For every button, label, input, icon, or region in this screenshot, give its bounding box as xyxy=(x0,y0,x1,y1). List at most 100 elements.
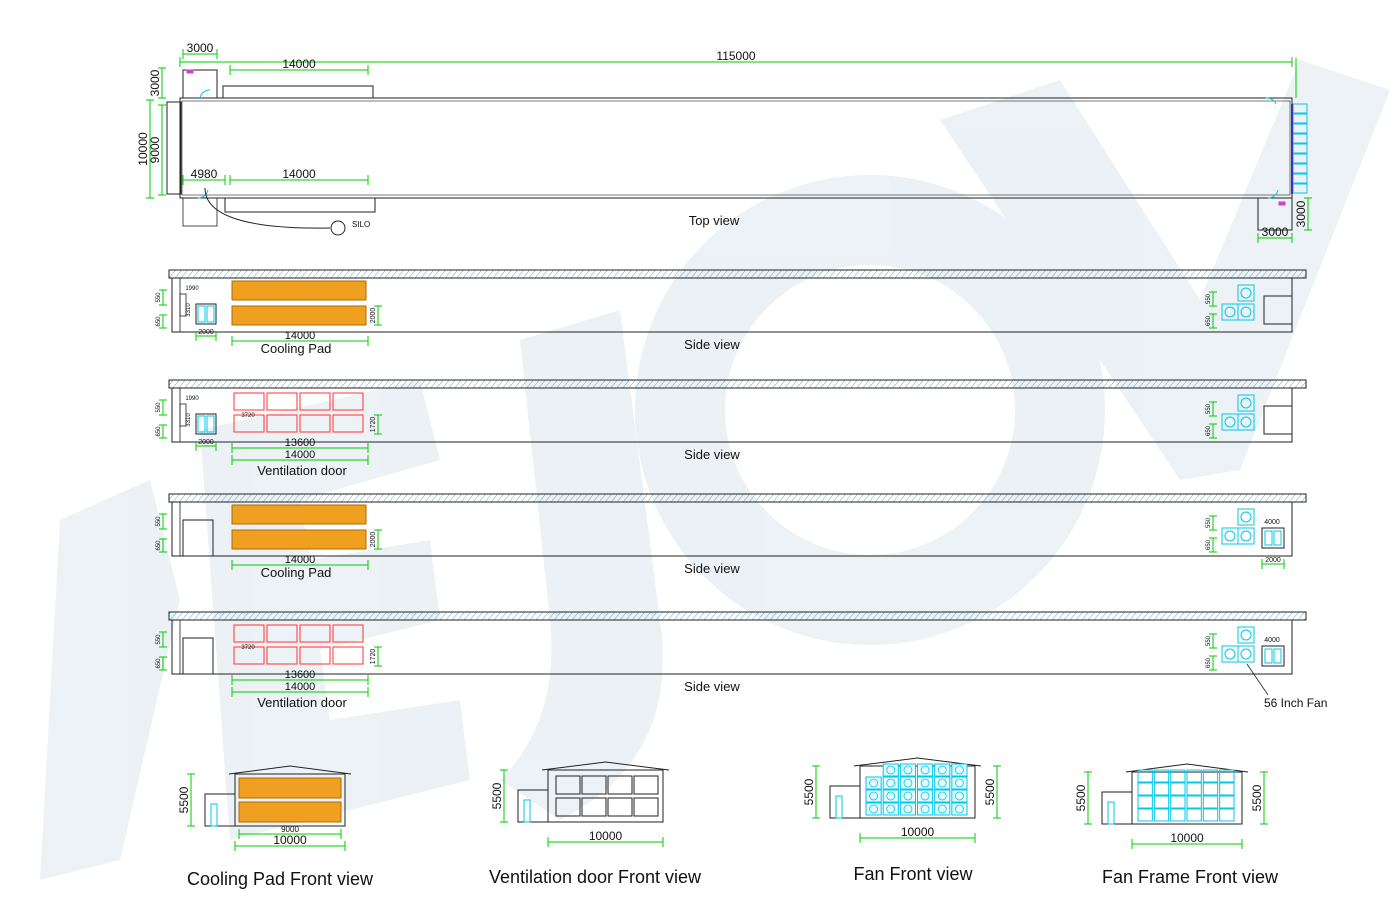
dimension-label: 650 xyxy=(1206,657,1212,668)
dimension-pad-bottom: 14000 xyxy=(229,167,369,185)
watermark-letter-e xyxy=(200,380,470,840)
top-view-title: Top view xyxy=(689,213,740,228)
dimension-label: 5500 xyxy=(1074,784,1088,811)
entry-door-right xyxy=(1261,527,1285,549)
roof-line xyxy=(541,761,670,771)
dimension-offset: 4980 xyxy=(182,167,226,185)
dimension-label: 3310 xyxy=(186,303,192,317)
dimension-label: 5500 xyxy=(983,778,997,805)
fan-icon xyxy=(1224,416,1236,428)
side-view-title: Side view xyxy=(684,447,740,462)
entry-door xyxy=(195,413,217,435)
fan-unit-front xyxy=(951,776,968,790)
dimension-vertical: 550 xyxy=(1206,401,1217,417)
ventilation-door-panel xyxy=(266,414,298,433)
cooling-pad-panel xyxy=(231,305,367,326)
fan-unit-front xyxy=(951,789,968,803)
dimension-label: 550 xyxy=(156,516,162,527)
fan-unit-front xyxy=(865,789,882,803)
dimension-width: 10000 xyxy=(859,825,976,843)
fan-icon xyxy=(1224,530,1236,542)
fan-unit-front xyxy=(917,763,934,777)
fan-icon xyxy=(1240,397,1252,409)
fan-unit-front xyxy=(899,776,916,790)
fan-unit-front xyxy=(934,789,951,803)
fan-icon xyxy=(886,804,896,814)
dimension-label: 650 xyxy=(156,658,162,669)
door-leaf xyxy=(197,305,206,323)
side-wall xyxy=(171,619,1293,675)
fan-icon xyxy=(920,804,930,814)
cooling-pad-top xyxy=(222,85,374,99)
dimension-label: 1720 xyxy=(370,649,377,665)
fan-box xyxy=(1221,645,1239,663)
dimension-pad-height: 2000 xyxy=(370,529,382,550)
dimension-vertical: 650 xyxy=(1206,537,1217,553)
ventilation-door-panel xyxy=(266,392,298,411)
front-view-caption: Fan Front view xyxy=(853,864,973,884)
fan-room-right xyxy=(1257,197,1293,231)
fan-unit-front xyxy=(1186,795,1202,809)
door-swing xyxy=(1267,189,1279,199)
door-leaf xyxy=(1264,530,1273,546)
roof-hatch xyxy=(168,611,1307,621)
dimension-height: 5500 xyxy=(177,773,195,827)
fan-unit-front xyxy=(1170,782,1186,796)
dimension-width-inner: 9000 xyxy=(148,104,166,196)
control-room-front xyxy=(829,785,861,819)
fan-icon xyxy=(869,791,878,801)
fan-icon xyxy=(920,765,930,775)
dimension-label: 650 xyxy=(156,540,162,551)
dimension-label: 14000 xyxy=(282,167,316,181)
front-view-caption: Fan Frame Front view xyxy=(1102,867,1279,887)
fan-unit-front xyxy=(1137,769,1153,783)
dimension-label: 9000 xyxy=(281,825,299,834)
marker xyxy=(186,69,194,74)
cooling-pad-front xyxy=(238,777,342,799)
fan-icon xyxy=(1240,648,1252,660)
fan-unit-front xyxy=(1219,769,1235,783)
dimension-total-length: 115000 xyxy=(179,49,1293,67)
dimension-vertical: 550 xyxy=(156,513,167,530)
door-leaf xyxy=(206,305,215,323)
dimension-vertical: 550 xyxy=(156,289,167,306)
fan-unit-front xyxy=(1137,782,1153,796)
silo-label: SILO xyxy=(352,220,370,229)
roof-line xyxy=(853,757,982,767)
fan-icon xyxy=(869,778,878,788)
dimension-height: 5500 xyxy=(983,765,1001,819)
ventilation-door-panel xyxy=(332,624,364,643)
dimension-width: 10000 xyxy=(547,829,664,847)
marker xyxy=(1278,201,1286,206)
side-view-1: 200019903310200055065055065014000Cooling… xyxy=(156,269,1307,356)
fan-icon xyxy=(1240,511,1252,523)
fan-unit-front xyxy=(1153,769,1170,783)
fan-unit-front xyxy=(1170,795,1186,809)
front-door xyxy=(523,799,531,823)
dimension-vertical: 650 xyxy=(1206,655,1217,671)
dimension-label: 10000 xyxy=(901,825,935,839)
fan-icon xyxy=(920,791,930,801)
side-wall xyxy=(171,501,1293,557)
fan-unit-front xyxy=(865,776,882,790)
fan-unit-front xyxy=(1186,769,1202,783)
dimension-label: 2000 xyxy=(198,329,214,336)
dimension-label: 3720 xyxy=(241,413,255,419)
door-leaf xyxy=(206,415,215,433)
dimension-label: 2000 xyxy=(370,532,377,548)
ventilation-door-panel xyxy=(299,392,331,411)
roof-line xyxy=(1125,763,1249,773)
fan-icon xyxy=(1240,530,1252,542)
fan-unit-front xyxy=(1202,795,1219,809)
dimension-vertical: 650 xyxy=(1206,423,1217,439)
side-view-title: Side view xyxy=(684,337,740,352)
fan-box xyxy=(1237,303,1255,321)
fan-unit-front xyxy=(1219,808,1235,822)
dimension-label: 650 xyxy=(1206,539,1212,550)
fan-icon xyxy=(903,765,913,775)
fan-icon xyxy=(920,778,930,788)
side-view-title: Side view xyxy=(684,679,740,694)
ventilation-door-front xyxy=(555,775,581,795)
dimension-label: 9000 xyxy=(148,136,162,163)
